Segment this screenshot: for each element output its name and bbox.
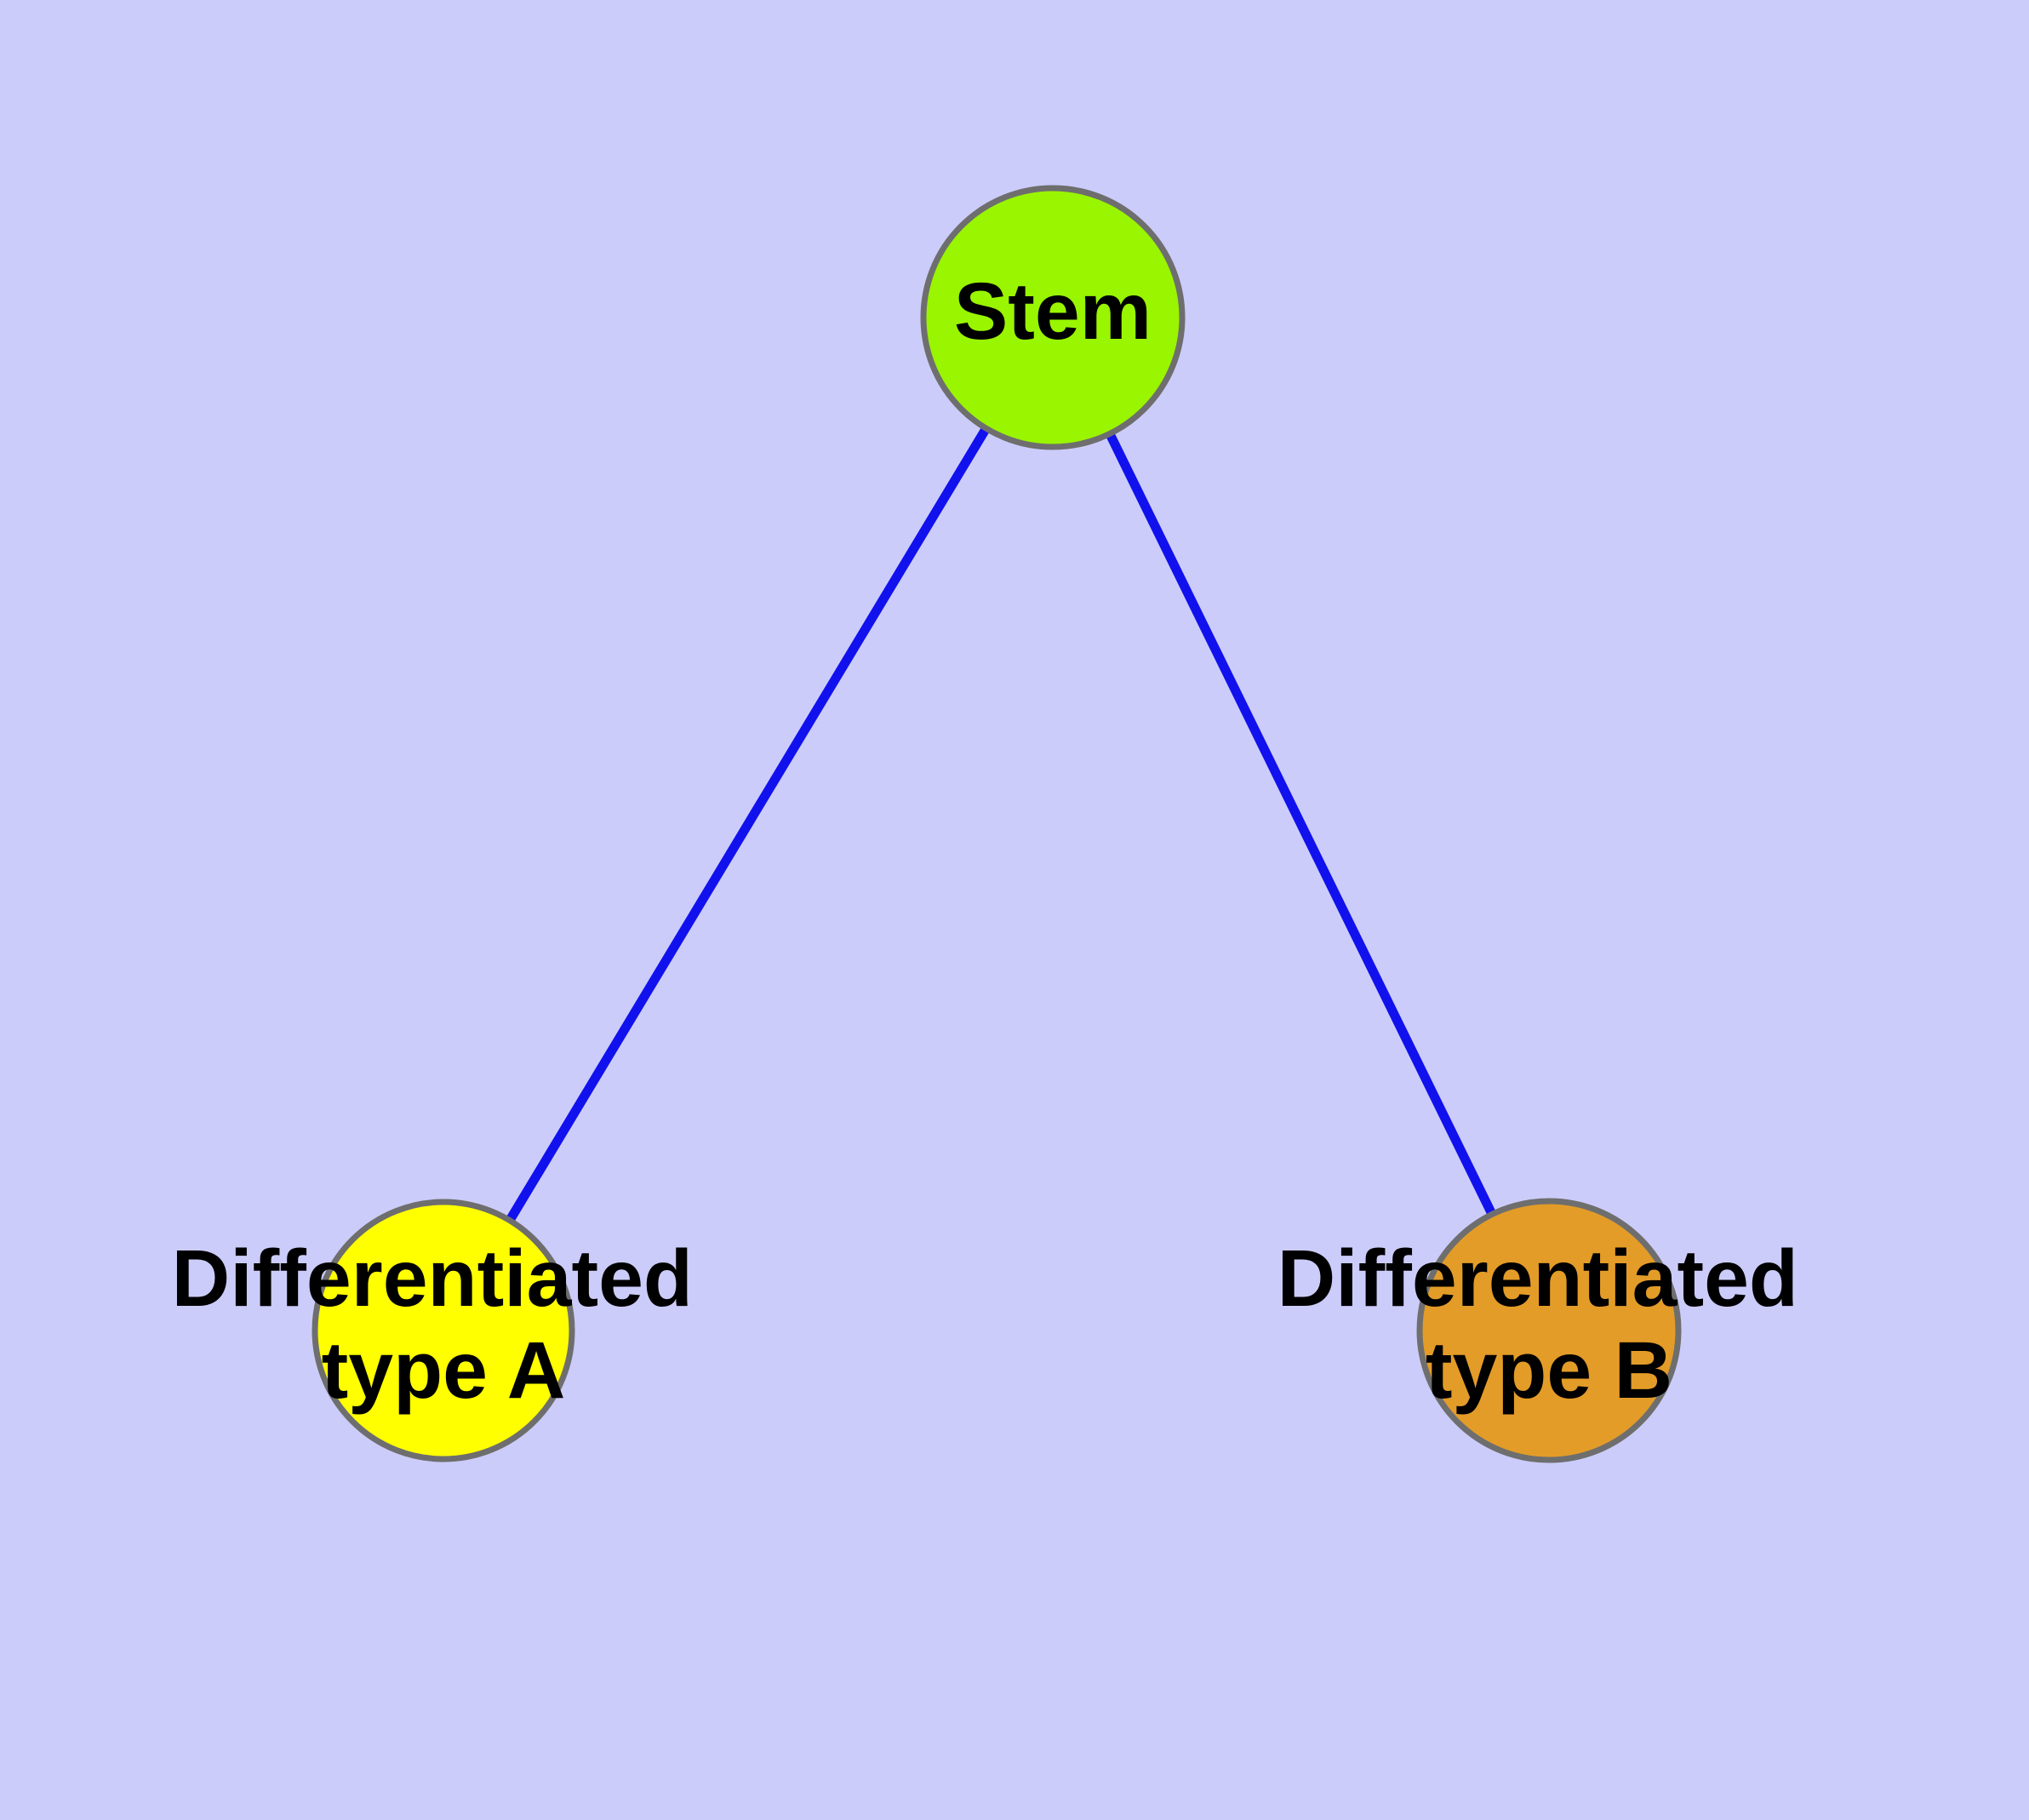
node-stem-circle[interactable] [920, 185, 1186, 450]
edges-layer [506, 426, 1497, 1223]
node-diff-b-label-line-1: Differentiated [1277, 1233, 1798, 1324]
labels-layer: Stem Differentiated type A Differentiate… [172, 266, 1821, 1416]
nodes-layer [311, 185, 1682, 1463]
edge-stem-to-diff-b[interactable] [1105, 432, 1497, 1216]
node-diff-a[interactable] [311, 1199, 575, 1462]
node-diff-b-label: Differentiated type B [1277, 1233, 1821, 1416]
node-stem-label-line-1: Stem [954, 266, 1152, 357]
node-stem-label: Stem [954, 266, 1152, 357]
node-diff-b-label-line-2: type B [1426, 1325, 1672, 1416]
node-diff-a-circle[interactable] [311, 1199, 575, 1462]
node-diff-b[interactable] [1416, 1198, 1682, 1463]
node-diff-a-label: Differentiated type A [172, 1233, 716, 1416]
node-stem[interactable] [920, 185, 1186, 450]
edge-stem-to-diff-a[interactable] [506, 426, 991, 1223]
node-diff-a-label-line-1: Differentiated [172, 1233, 693, 1324]
node-diff-a-label-line-2: type A [322, 1325, 566, 1416]
node-diff-b-circle[interactable] [1416, 1198, 1682, 1463]
